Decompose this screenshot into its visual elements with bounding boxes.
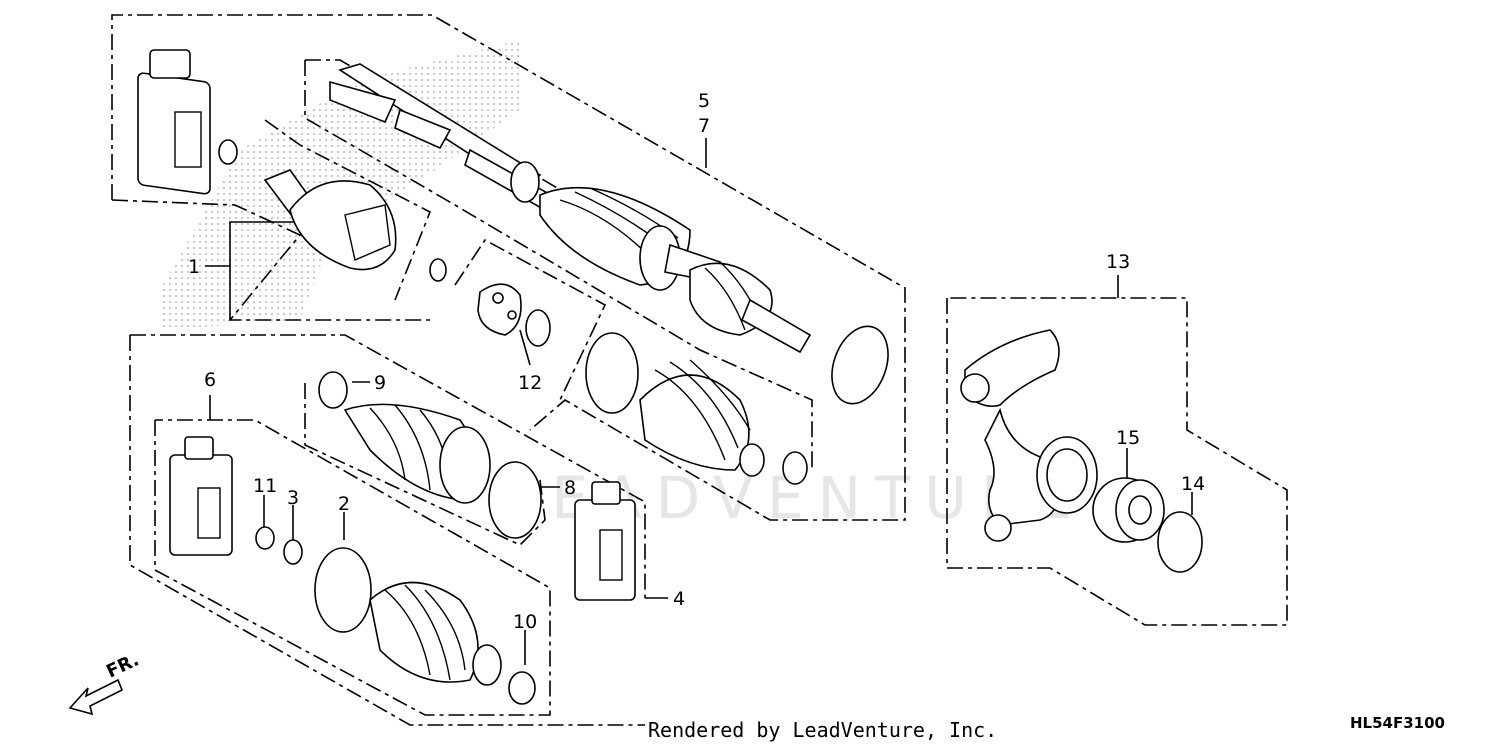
- circlip-top: [218, 139, 238, 165]
- boot-band-8: [488, 461, 542, 539]
- knuckle: [960, 329, 1098, 542]
- drive-shaft-assembly: [329, 63, 812, 354]
- circlip-11: [255, 526, 275, 550]
- circlip-14: [1157, 511, 1203, 573]
- bearing: [1092, 477, 1165, 543]
- boot-band-large-right: [831, 325, 889, 405]
- spider-bearing: [477, 283, 522, 336]
- callout-13: 13: [1106, 251, 1130, 273]
- boot-band-9: [318, 371, 348, 409]
- callout-7: 7: [698, 115, 710, 137]
- callout-11: 11: [253, 475, 277, 497]
- circlip-12: [525, 309, 551, 347]
- leader-lines: [205, 138, 1193, 665]
- callout-9: 9: [374, 372, 386, 394]
- boot-band-small-top: [510, 161, 540, 203]
- callout-8: 8: [564, 477, 576, 499]
- callout-4: 4: [673, 588, 685, 610]
- front-direction-arrow: [68, 678, 124, 716]
- footer-credit: Rendered by LeadVenture, Inc.: [648, 718, 998, 742]
- grease-bottle-4: [574, 481, 636, 601]
- callout-5: 5: [698, 90, 710, 112]
- boot-band-10: [508, 671, 536, 705]
- callout-3: 3: [287, 487, 299, 509]
- inner-boot: [343, 403, 491, 504]
- circlip-mid: [429, 258, 447, 282]
- boot-band-2: [314, 547, 372, 633]
- grease-bottle-6: [169, 436, 233, 556]
- inner-joint: [263, 169, 397, 271]
- outer-boot-bottom: [369, 581, 502, 686]
- callout-1: 1: [188, 256, 200, 278]
- callout-15: 15: [1116, 427, 1140, 449]
- grease-bottle-top: [137, 49, 211, 195]
- callout-2: 2: [338, 493, 350, 515]
- boot-band-small-mid: [782, 451, 808, 485]
- outer-boot-mid: [639, 359, 765, 477]
- callout-12: 12: [518, 372, 542, 394]
- boot-band-large-mid: [585, 332, 639, 414]
- callout-14: 14: [1181, 473, 1205, 495]
- callout-10: 10: [513, 611, 537, 633]
- diagram-code: HL54F3100: [1350, 714, 1445, 732]
- callout-6: 6: [204, 369, 216, 391]
- circlip-3: [283, 539, 303, 565]
- direction-label: FR.: [103, 649, 142, 682]
